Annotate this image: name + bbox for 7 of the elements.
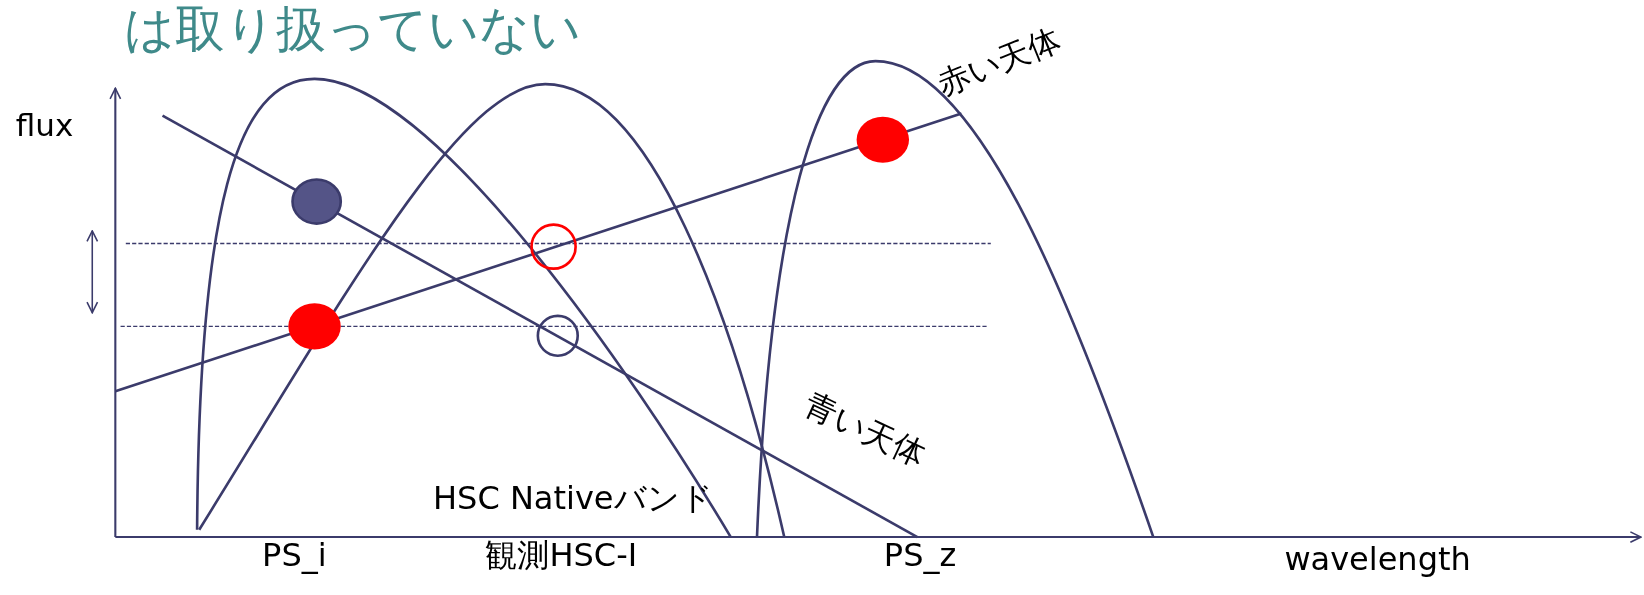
object-label: 赤い天体 bbox=[933, 22, 1065, 101]
band-label: 観測HSC-I bbox=[485, 538, 638, 571]
title: は取り扱っていない bbox=[123, 4, 581, 55]
band-label: HSC Nativeバンド bbox=[433, 482, 713, 515]
axis-label: wavelength bbox=[1284, 543, 1471, 576]
object-label: 青い天体 bbox=[799, 387, 930, 472]
axis-label: flux bbox=[15, 110, 74, 142]
